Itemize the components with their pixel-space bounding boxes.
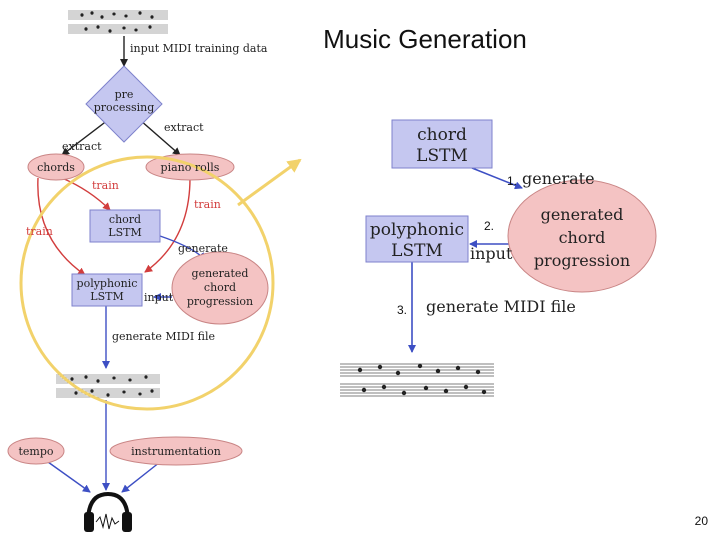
sheet-music-icon-right xyxy=(340,363,494,397)
step-2-label: 2. xyxy=(484,219,494,233)
sheet-music-icon-top xyxy=(68,10,168,34)
highlight-arrow xyxy=(237,158,302,207)
slide-title: Music Generation xyxy=(323,24,527,54)
right-generated-progression-line1: generated xyxy=(541,205,624,224)
chord-lstm-line1: chord xyxy=(109,213,141,226)
right-chord-lstm-node xyxy=(391,119,493,169)
train-right-label: train xyxy=(194,198,221,211)
step-1-label: 1. xyxy=(507,174,517,188)
chords-label: chords xyxy=(37,161,75,174)
polyphonic-lstm-line2: LSTM xyxy=(90,290,123,303)
preprocess-label-line2: processing xyxy=(94,101,155,114)
extract-left-label: extract xyxy=(62,140,102,153)
input-midi-label: input MIDI training data xyxy=(130,42,268,55)
train-left-label: train xyxy=(26,225,53,238)
generated-progression-line2: chord xyxy=(204,281,236,294)
preprocess-label-line1: pre xyxy=(115,88,134,101)
instrumentation-label: instrumentation xyxy=(131,445,221,458)
preprocessing-node xyxy=(85,65,163,143)
generate-label: generate xyxy=(178,242,228,255)
polyphonic-lstm-line1: polyphonic xyxy=(77,277,138,290)
chord-lstm-node xyxy=(89,209,161,243)
train-top-label: train xyxy=(92,179,119,192)
chords-node xyxy=(27,153,85,181)
piano-rolls-label: piano rolls xyxy=(161,161,220,174)
generate-midi-label: generate MIDI file xyxy=(112,330,215,343)
right-generated-progression-node xyxy=(507,179,657,293)
extract-right-label: extract xyxy=(164,121,204,134)
right-generated-progression-line3: progression xyxy=(534,251,630,270)
generated-progression-line1: generated xyxy=(192,267,249,280)
tempo-node xyxy=(7,437,65,465)
generated-progression-node xyxy=(171,251,269,325)
right-polyphonic-lstm-node xyxy=(365,215,469,263)
right-input-label: input xyxy=(470,244,513,263)
right-generate-label: generate xyxy=(522,169,595,188)
instrumentation-node xyxy=(109,436,243,466)
right-polyphonic-lstm-line1: polyphonic xyxy=(370,220,464,240)
right-chord-lstm-line1: chord xyxy=(417,125,467,145)
headphones-icon xyxy=(84,491,132,532)
highlight-circle xyxy=(19,155,275,411)
generated-progression-line3: progression xyxy=(187,295,253,308)
right-generate-midi-label: generate MIDI file xyxy=(426,297,576,316)
right-polyphonic-lstm-line2: LSTM xyxy=(391,241,443,261)
polyphonic-lstm-node xyxy=(71,273,143,307)
page-number: 20 xyxy=(694,514,708,528)
step-3-label: 3. xyxy=(397,303,407,317)
chord-lstm-line2: LSTM xyxy=(108,226,141,239)
right-generated-progression-line2: chord xyxy=(559,228,606,247)
tempo-label: tempo xyxy=(18,445,53,458)
sheet-music-icon-middle xyxy=(56,374,160,398)
input-label: input xyxy=(144,291,174,304)
right-chord-lstm-line2: LSTM xyxy=(416,146,468,166)
